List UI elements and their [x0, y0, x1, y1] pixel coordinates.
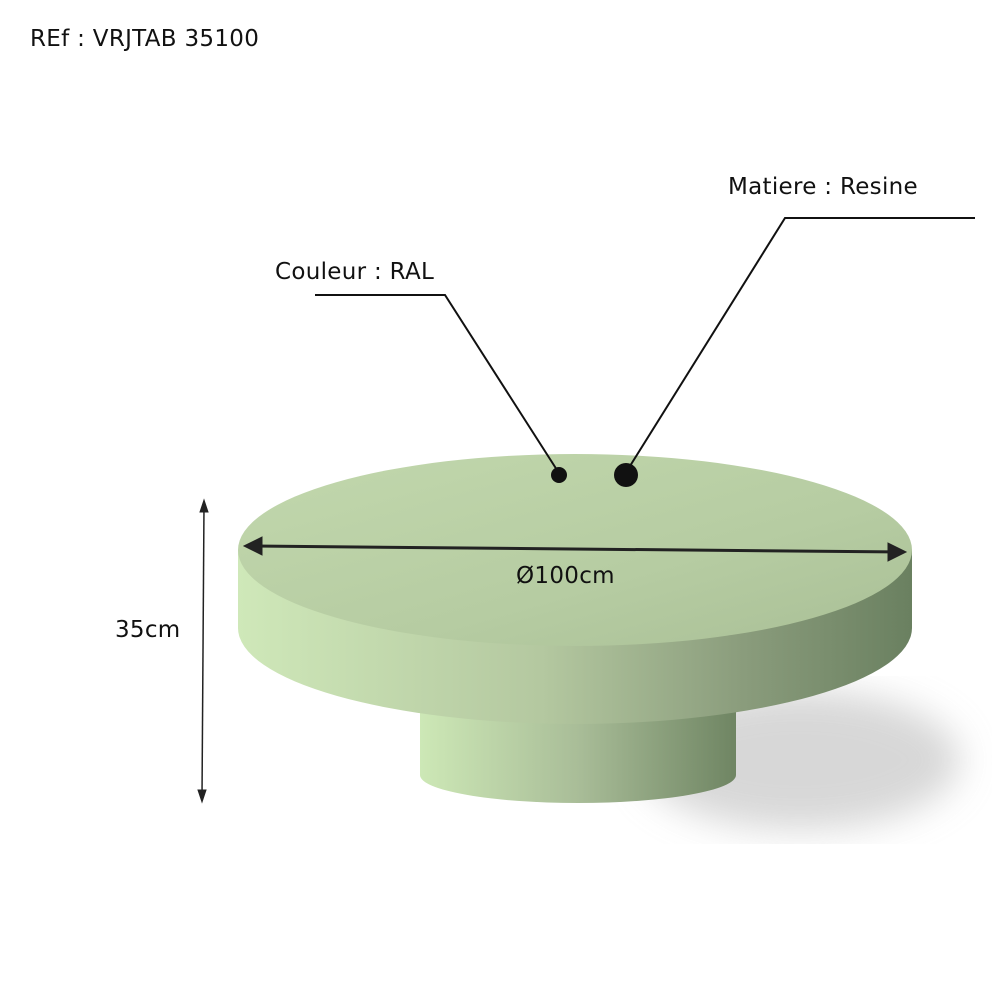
color-label: Couleur : RAL: [275, 259, 435, 285]
reference-label: REf : VRJTAB 35100: [30, 26, 260, 52]
height-label: 35cm: [115, 617, 181, 643]
material-label: Matiere : Resine: [728, 174, 918, 200]
diameter-label: Ø100cm: [516, 563, 615, 589]
height-arrow: [197, 498, 209, 804]
color-leader-line: [315, 294, 558, 471]
table-pedestal: [420, 700, 736, 803]
material-leader-line: [629, 217, 975, 467]
color-callout-dot: [551, 467, 567, 483]
diameter-arrow: [242, 536, 908, 562]
material-callout-dot: [614, 463, 638, 487]
